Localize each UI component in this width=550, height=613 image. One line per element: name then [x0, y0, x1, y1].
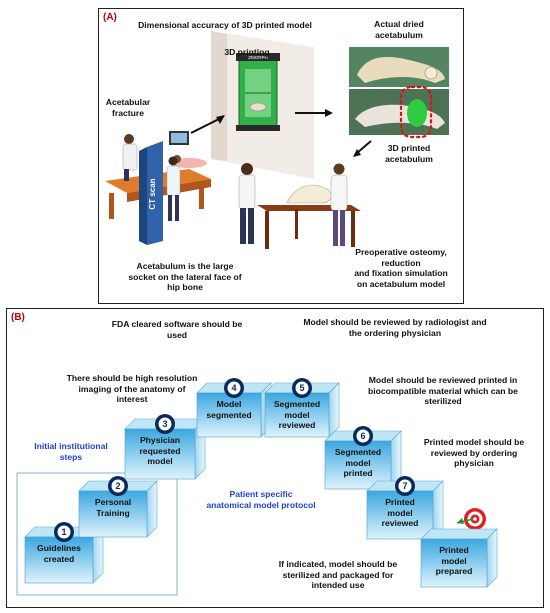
- surgeon-right-icon: [330, 163, 348, 246]
- printed-label: 3D printed acetabulum: [385, 143, 433, 164]
- ct-scanner-icon: [105, 131, 211, 245]
- panel-a-illustration: ZMORPH: [105, 31, 449, 249]
- surgery-table-icon: [257, 184, 361, 249]
- step-box-5: [264, 382, 340, 438]
- note-imaging: There should be high resolution imaging …: [66, 373, 198, 404]
- panel-a-label: (A): [103, 12, 117, 23]
- step-label-6: Segmented model printed: [334, 447, 382, 478]
- step-label-7: Printed model reviewed: [381, 497, 419, 528]
- definition-label: Acetabulum is the large socket on the la…: [128, 261, 242, 292]
- step-label-4: Model segmented: [206, 399, 252, 420]
- step-number-badge-2: 2: [108, 476, 128, 496]
- technician-2-icon: [166, 156, 181, 221]
- panel-b-label: (B): [11, 312, 25, 323]
- actual-acetabulum-photo: [349, 47, 449, 87]
- target-icon: [456, 508, 486, 530]
- step-number-badge-1: 1: [54, 522, 74, 542]
- step-box-7: [366, 480, 444, 540]
- protocol-label: Patient specific anatomical model protoc…: [206, 489, 316, 510]
- step-number-3: 3: [162, 419, 167, 429]
- printed-acetabulum-photo: [349, 85, 449, 139]
- step-number-6: 6: [360, 431, 365, 441]
- step-label-5: Segmented model reviewed: [273, 399, 321, 430]
- step-label-1: Guidelines created: [37, 543, 81, 564]
- technician-icon: [122, 134, 138, 181]
- step-box-1: [24, 526, 104, 584]
- wall-edge: [211, 31, 227, 161]
- step-number-7: 7: [402, 481, 407, 491]
- staircase-diagram: 1 2 3 4 5 6 7: [16, 378, 498, 596]
- note-radiologist: Model should be reviewed by radiologist …: [303, 317, 487, 338]
- step-number-5: 5: [299, 383, 304, 393]
- step-number-badge-7: 7: [395, 476, 415, 496]
- actual-label: Actual dried acetabulum: [374, 19, 424, 40]
- step-box-2: [78, 480, 158, 538]
- panel-b: (B) 1 2 3 4 5 6 7 FDA cleared software should …: [6, 308, 544, 608]
- printer-brand: ZMORPH: [248, 55, 268, 60]
- step-number-badge-5: 5: [292, 378, 312, 398]
- note-fda: FDA cleared software should be used: [111, 319, 243, 340]
- printing-label: 3D printing: [224, 47, 270, 57]
- step-box-8: [420, 528, 498, 588]
- step-number-4: 4: [231, 383, 236, 393]
- initial-steps-frame: [16, 472, 178, 596]
- 3d-printer-icon: [236, 53, 280, 131]
- step-label-2: Personal Training: [94, 497, 132, 518]
- step-number-1: 1: [61, 527, 66, 537]
- step-number-badge-4: 4: [224, 378, 244, 398]
- preop-label: Preoperative osteomy, reduction and fixa…: [354, 247, 448, 289]
- step-number-badge-6: 6: [353, 426, 373, 446]
- ct-scan-label: CT scan: [148, 178, 157, 209]
- step-box-3: [124, 418, 206, 480]
- step-label-3: Physician requested model: [139, 435, 181, 466]
- step-number-2: 2: [115, 481, 120, 491]
- step-number-badge-3: 3: [155, 414, 175, 434]
- note-sterilize: If indicated, model should be sterilized…: [278, 559, 398, 590]
- note-biocompatible: Model should be reviewed printed in bioc…: [368, 375, 518, 406]
- surgeon-left-icon: [238, 163, 256, 244]
- initial-steps-label: Initial institutional steps: [34, 441, 108, 462]
- fracture-label: Acetabular fracture: [105, 97, 151, 118]
- panel-a-title: Dimensional accuracy of 3D printed model: [138, 20, 312, 30]
- note-ordering: Printed model should be reviewed by orde…: [423, 437, 525, 468]
- arrow-model-to-surgeons: [356, 140, 372, 154]
- panel-a: (A) ZMORPH: [98, 8, 464, 304]
- step-label-8: Printed model prepared: [435, 545, 473, 576]
